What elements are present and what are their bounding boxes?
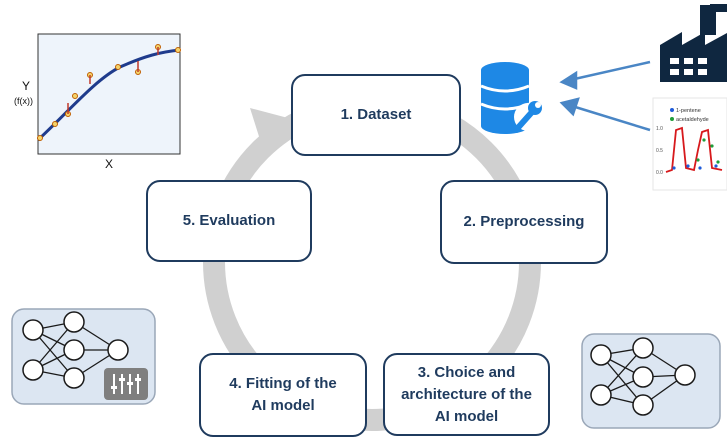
x-axis-label: X [105,157,113,171]
fit-plot: Y (f(x)) X [14,33,181,171]
neural-network-icon-right [590,337,696,416]
step-dataset: 1. Dataset [291,74,461,156]
step-evaluation: 5. Evaluation [146,180,312,262]
tick-y-0: 0.0 [656,170,663,176]
source-arrows [559,60,651,132]
legend-acetaldehyde: acetaldehyde [676,117,709,123]
chromatogram-red-trace [665,126,723,173]
residual-lines [67,47,159,114]
database-wrench-icon [480,62,542,134]
step-preprocessing: 2. Preprocessing [440,180,608,264]
y-axis-sublabel: (f(x)) [14,96,33,106]
step-choice-architecture: 3. Choice and architecture of the AI mod… [383,353,550,436]
legend-1-pentene: 1-pentene [676,108,701,114]
tick-y-1: 1.0 [656,126,663,132]
cycle-arrowhead [250,108,288,146]
neural-network-icon [22,311,129,389]
tick-y-05: 0.5 [656,148,663,154]
chromatogram-chart: 1-pentene acetaldehyde 1.0 0.5 0.0 [652,97,727,191]
y-axis-label: Y [22,79,30,93]
sliders-icon [104,368,148,400]
step-fitting: 4. Fitting of the AI model [199,353,367,437]
factory-icon [660,4,727,82]
